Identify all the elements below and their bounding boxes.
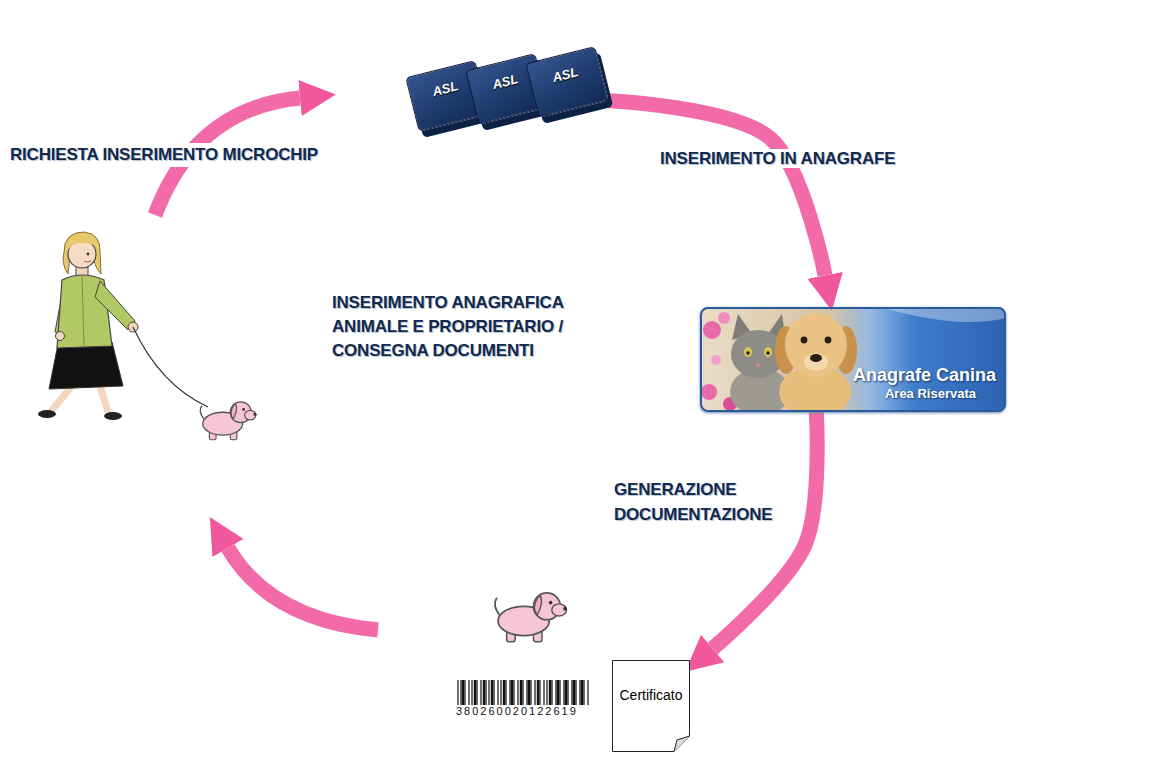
barcode (463, 680, 582, 705)
banner-picture (880, 307, 1006, 322)
dog-figure (200, 402, 256, 440)
edge-label: INSERIMENTO IN ANAGRAFE (660, 149, 895, 168)
woman-figure (52, 386, 72, 410)
banner-picture (701, 384, 717, 400)
page-fold (674, 736, 690, 752)
woman-figure (63, 232, 101, 274)
woman-figure (38, 232, 208, 420)
banner-picture (801, 337, 808, 344)
flow-arrow (609, 101, 825, 276)
page-outline (613, 661, 690, 752)
woman-figure (49, 342, 123, 389)
banner-picture (711, 355, 721, 365)
woman-figure (68, 236, 96, 250)
barcode (458, 680, 588, 705)
woman-figure (100, 386, 108, 412)
node-text: ASL (551, 64, 580, 85)
woman-figure (87, 253, 90, 256)
banner-picture (785, 313, 847, 377)
woman-figure (104, 412, 122, 420)
woman-figure (133, 327, 208, 407)
woman-figure (82, 276, 84, 346)
cycle-arrow (228, 548, 378, 630)
step-label: RICHIESTA INSERIMENTO MICROCHIP (10, 143, 318, 167)
microchip-number: 380260020122619 (456, 705, 578, 718)
banner-picture (825, 337, 832, 344)
node-text: Anagrafe Canina (853, 364, 996, 387)
woman-figure (38, 410, 56, 418)
banner-picture (746, 351, 750, 355)
edge-label-box: GENERAZIONE DOCUMENTAZIONE (614, 478, 854, 527)
edge-label: GENERAZIONE DOCUMENTAZIONE (614, 480, 772, 524)
banner-picture (755, 364, 761, 368)
banner-picture (718, 312, 730, 324)
woman-figure (95, 281, 135, 330)
step-label: INSERIMENTO ANAGRAFICA ANIMALE E PROPRIE… (332, 291, 637, 362)
banner-picture (810, 354, 822, 362)
banner-picture (764, 347, 772, 357)
banner-picture (700, 307, 1006, 412)
barcode (458, 680, 588, 705)
edge-label-box: INSERIMENTO IN ANAGRAFE (660, 147, 980, 172)
certificate-page: Certificato (612, 660, 690, 752)
node-text: ASL (491, 71, 520, 92)
node-text: ASL (431, 78, 460, 99)
dog-figure (495, 593, 567, 642)
banner-picture (766, 351, 770, 355)
banner-picture (804, 353, 828, 371)
node-text: Certificato (619, 687, 682, 704)
node-text: Area Riservata (885, 386, 976, 403)
banner-picture (744, 347, 752, 357)
woman-figure (56, 332, 65, 341)
flow-arrow (713, 412, 818, 648)
registry-banner: Anagrafe CaninaArea Riservata (700, 307, 1006, 412)
page-outline (612, 660, 690, 752)
woman-figure (84, 261, 91, 262)
banner-picture (703, 321, 721, 339)
asl-key: ASL (525, 46, 608, 118)
